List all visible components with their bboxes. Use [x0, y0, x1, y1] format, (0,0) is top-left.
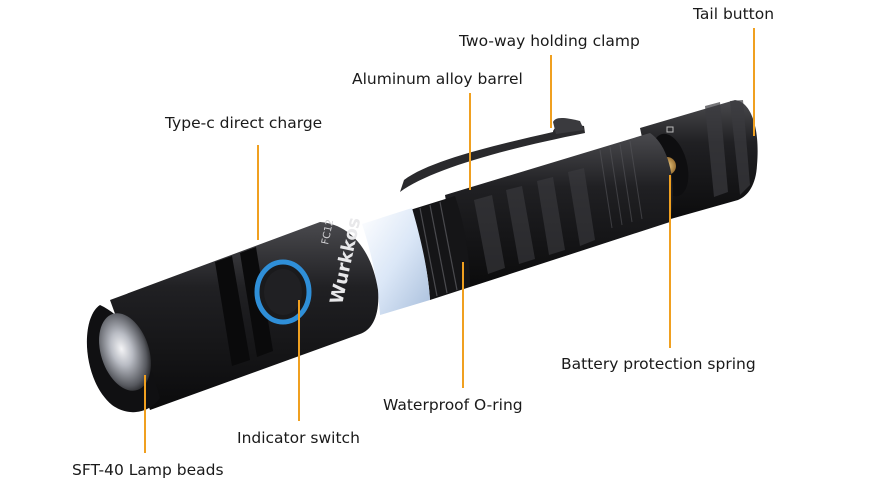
label-holding-clamp: Two-way holding clamp — [459, 32, 640, 50]
model-mark: FC12 — [320, 218, 336, 245]
label-lamp-beads: SFT-40 Lamp beads — [72, 461, 224, 479]
lamp-lens — [99, 313, 151, 391]
label-tail-button: Tail button — [693, 5, 775, 23]
label-indicator-switch: Indicator switch — [237, 429, 360, 447]
label-o-ring: Waterproof O-ring — [383, 396, 523, 414]
label-type-c: Type-c direct charge — [165, 114, 323, 132]
barrel — [445, 133, 673, 287]
leader-lines — [144, 28, 755, 453]
o-ring — [410, 196, 470, 300]
label-barrel: Aluminum alloy barrel — [352, 70, 523, 88]
label-battery-spring: Battery protection spring — [561, 355, 756, 373]
diffuser — [362, 208, 430, 315]
head: Wurkkos FC12 — [86, 216, 379, 413]
indicator-switch — [254, 259, 312, 325]
clip — [400, 118, 585, 192]
